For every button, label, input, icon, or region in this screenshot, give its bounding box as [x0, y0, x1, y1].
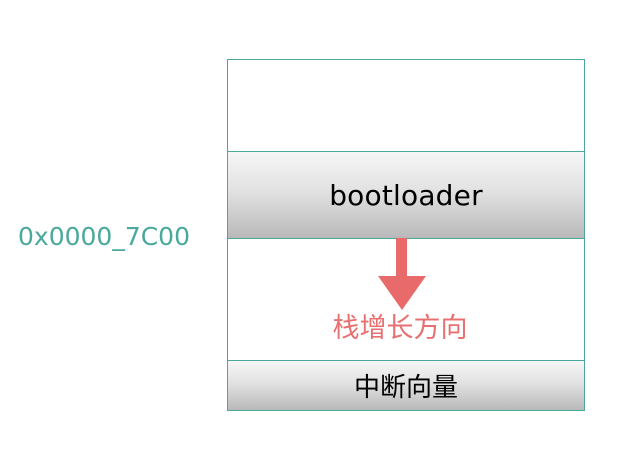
region-interrupt-vector-table: 中断向量: [227, 360, 585, 411]
arrow-head: [378, 276, 426, 310]
region-bootloader: bootloader: [227, 151, 585, 239]
region-upper-memory: [227, 59, 585, 152]
down-arrow-icon: [378, 238, 426, 310]
interrupt-vector-table-label: 中断向量: [353, 373, 458, 403]
memory-map: bootloader 中断向量: [227, 59, 585, 411]
bootloader-label: bootloader: [329, 178, 483, 212]
arrow-shaft: [396, 238, 407, 284]
address-label: 0x0000_7C00: [18, 222, 190, 251]
stack-growth-label: 栈增长方向: [332, 313, 468, 344]
